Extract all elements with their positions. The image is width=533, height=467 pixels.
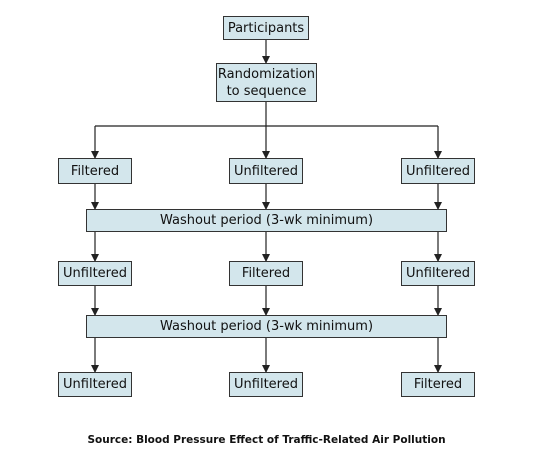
washout1-box: Washout period (3-wk minimum) [86,209,447,232]
period1-arm3-box: Unfiltered [401,158,475,184]
period3-arm1-box: Unfiltered [58,372,132,397]
period2-arm3-box: Unfiltered [401,261,475,286]
period2-arm1-box: Unfiltered [58,261,132,286]
period3-arm2-box: Unfiltered [229,372,303,397]
period1-arm1-box: Filtered [58,158,132,184]
source-caption: Source: Blood Pressure Effect of Traffic… [87,434,446,446]
period2-arm2-box: Filtered [229,261,303,286]
randomization-box: Randomization to sequence [216,63,317,102]
randomization-line-1: Randomization [217,66,316,82]
participants-box: Participants [223,16,309,40]
period1-arm2-box: Unfiltered [229,158,303,184]
randomization-line-2: to sequence [226,83,307,99]
washout2-box: Washout period (3-wk minimum) [86,315,447,338]
period3-arm3-box: Filtered [401,372,475,397]
